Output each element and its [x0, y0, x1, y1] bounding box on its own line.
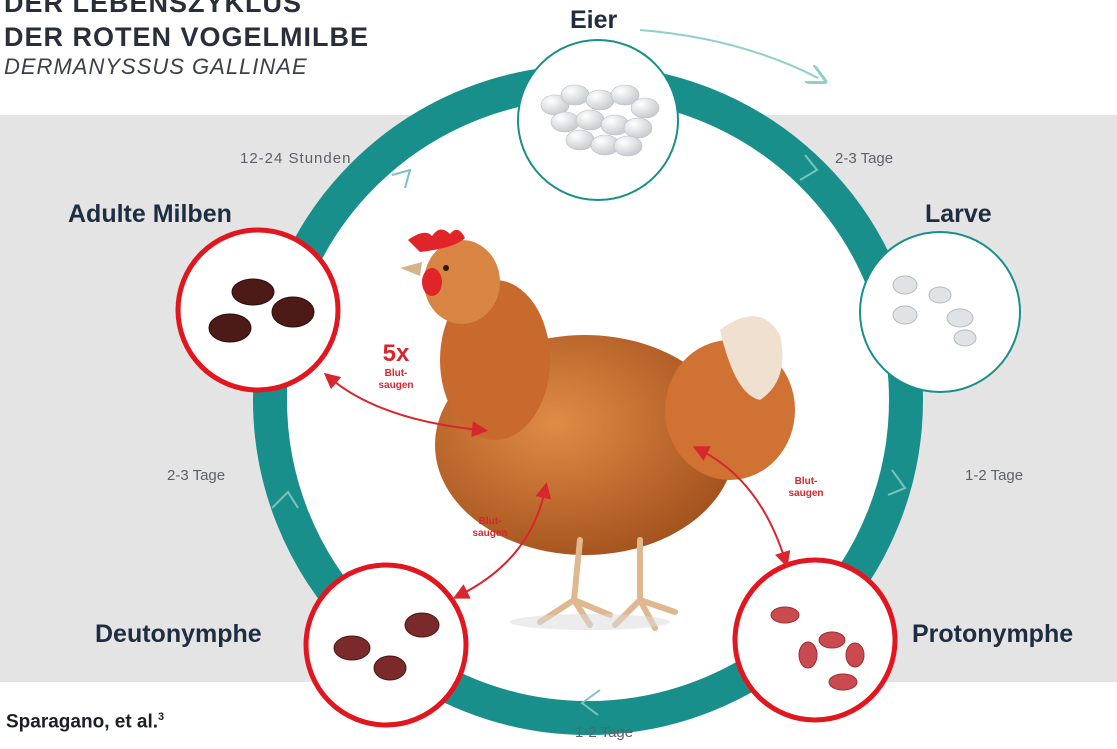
feeding-multiplier: 5x — [370, 340, 422, 368]
blood-line-1: Blut- — [370, 368, 422, 380]
eggs-cycle-arrow — [640, 30, 818, 78]
feeding-label-protonymph: Blut- saugen — [780, 476, 832, 500]
duration-larva-to-protonymph: 1-2 Tage — [965, 467, 1023, 484]
blood-line-1: Blut- — [464, 516, 516, 528]
stage-eggs — [518, 40, 678, 200]
stage-deutonymph — [306, 565, 466, 725]
feeding-label-adult: 5x Blut- saugen — [370, 340, 422, 392]
label-deutonymph: Deutonymphe — [95, 620, 262, 649]
blood-line-2: saugen — [780, 488, 832, 500]
source-ref: 3 — [158, 711, 164, 723]
duration-deutonymph-to-adult: 2-3 Tage — [167, 467, 225, 484]
title: DER LEBENSZYKLUS DER ROTEN VOGELMILBE — [4, 0, 369, 54]
label-protonymph: Protonymphe — [912, 620, 1073, 649]
feeding-label-deutonymph: Blut- saugen — [464, 516, 516, 540]
blood-line-2: saugen — [370, 380, 422, 392]
source-citation: Sparagano, et al.3 — [6, 711, 164, 733]
blood-line-2: saugen — [464, 528, 516, 540]
source-text: Sparagano, et al. — [6, 711, 158, 732]
label-eggs: Eier — [570, 6, 617, 35]
blood-line-1: Blut- — [780, 476, 832, 488]
stage-protonymph — [735, 560, 895, 720]
subtitle: DERMANYSSUS GALLINAE — [4, 54, 308, 80]
label-larva: Larve — [925, 200, 992, 229]
label-adult: Adulte Milben — [68, 200, 232, 229]
duration-protonymph-to-deutonymph: 1-2 Tage — [575, 724, 633, 741]
stage-larva — [860, 232, 1020, 392]
title-line-2: DER ROTEN VOGELMILBE — [4, 20, 369, 54]
duration-adult-to-eggs: 12-24 Stunden — [240, 150, 351, 167]
title-line-1: DER LEBENSZYKLUS — [4, 0, 369, 20]
stage-adult — [178, 230, 338, 390]
duration-egg-to-larva: 2-3 Tage — [835, 150, 893, 167]
